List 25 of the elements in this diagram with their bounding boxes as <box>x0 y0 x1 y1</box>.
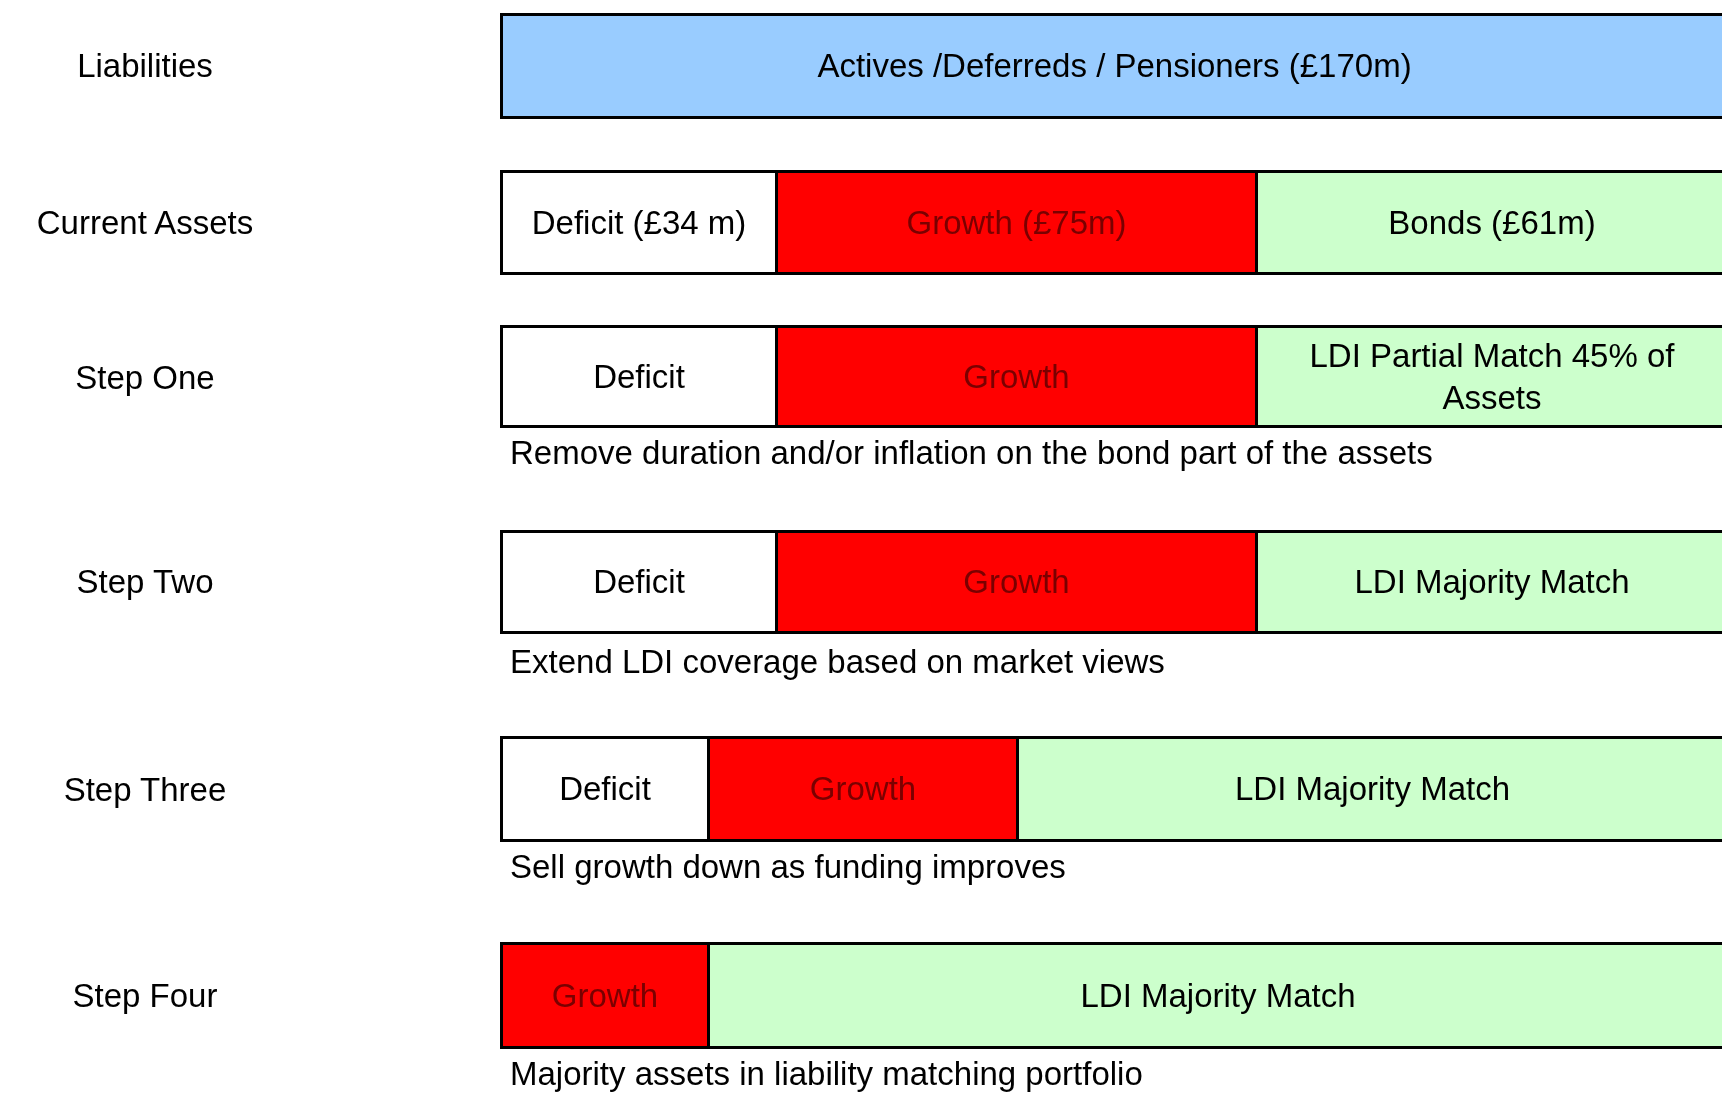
row-label: Current Assets <box>35 203 255 243</box>
deficit-segment: Deficit <box>500 325 778 428</box>
liabilities-bar: Actives /Deferreds / Pensioners (£170m) <box>500 13 1722 119</box>
growth-segment: Growth <box>775 530 1258 634</box>
bonds-segment: LDI Majority Match <box>1255 530 1722 634</box>
growth-segment: Growth <box>707 736 1019 842</box>
bonds-segment: LDI Partial Match 45% of Assets <box>1255 325 1722 428</box>
growth-segment: Growth <box>500 942 710 1049</box>
growth-segment: Growth <box>775 325 1258 428</box>
row-label: Liabilities <box>76 46 214 86</box>
deficit-segment: Deficit <box>500 736 710 842</box>
row-label: Step Two <box>75 562 215 602</box>
bonds-segment: LDI Majority Match <box>1016 736 1722 842</box>
step-note: Extend LDI coverage based on market views <box>510 642 1165 682</box>
deficit-segment: Deficit (£34 m) <box>500 170 778 275</box>
bonds-segment: Bonds (£61m) <box>1255 170 1722 275</box>
row-label: Step One <box>74 358 216 398</box>
row-label: Step Four <box>71 976 219 1016</box>
deficit-segment: Deficit <box>500 530 778 634</box>
growth-segment: Growth (£75m) <box>775 170 1258 275</box>
bonds-segment: LDI Majority Match <box>707 942 1722 1049</box>
step-note: Majority assets in liability matching portfolio <box>510 1054 1143 1094</box>
step-note: Sell growth down as funding improves <box>510 847 1066 887</box>
row-label: Step Three <box>62 770 228 810</box>
step-note: Remove duration and/or inflation on the bond part of the assets <box>510 433 1433 473</box>
